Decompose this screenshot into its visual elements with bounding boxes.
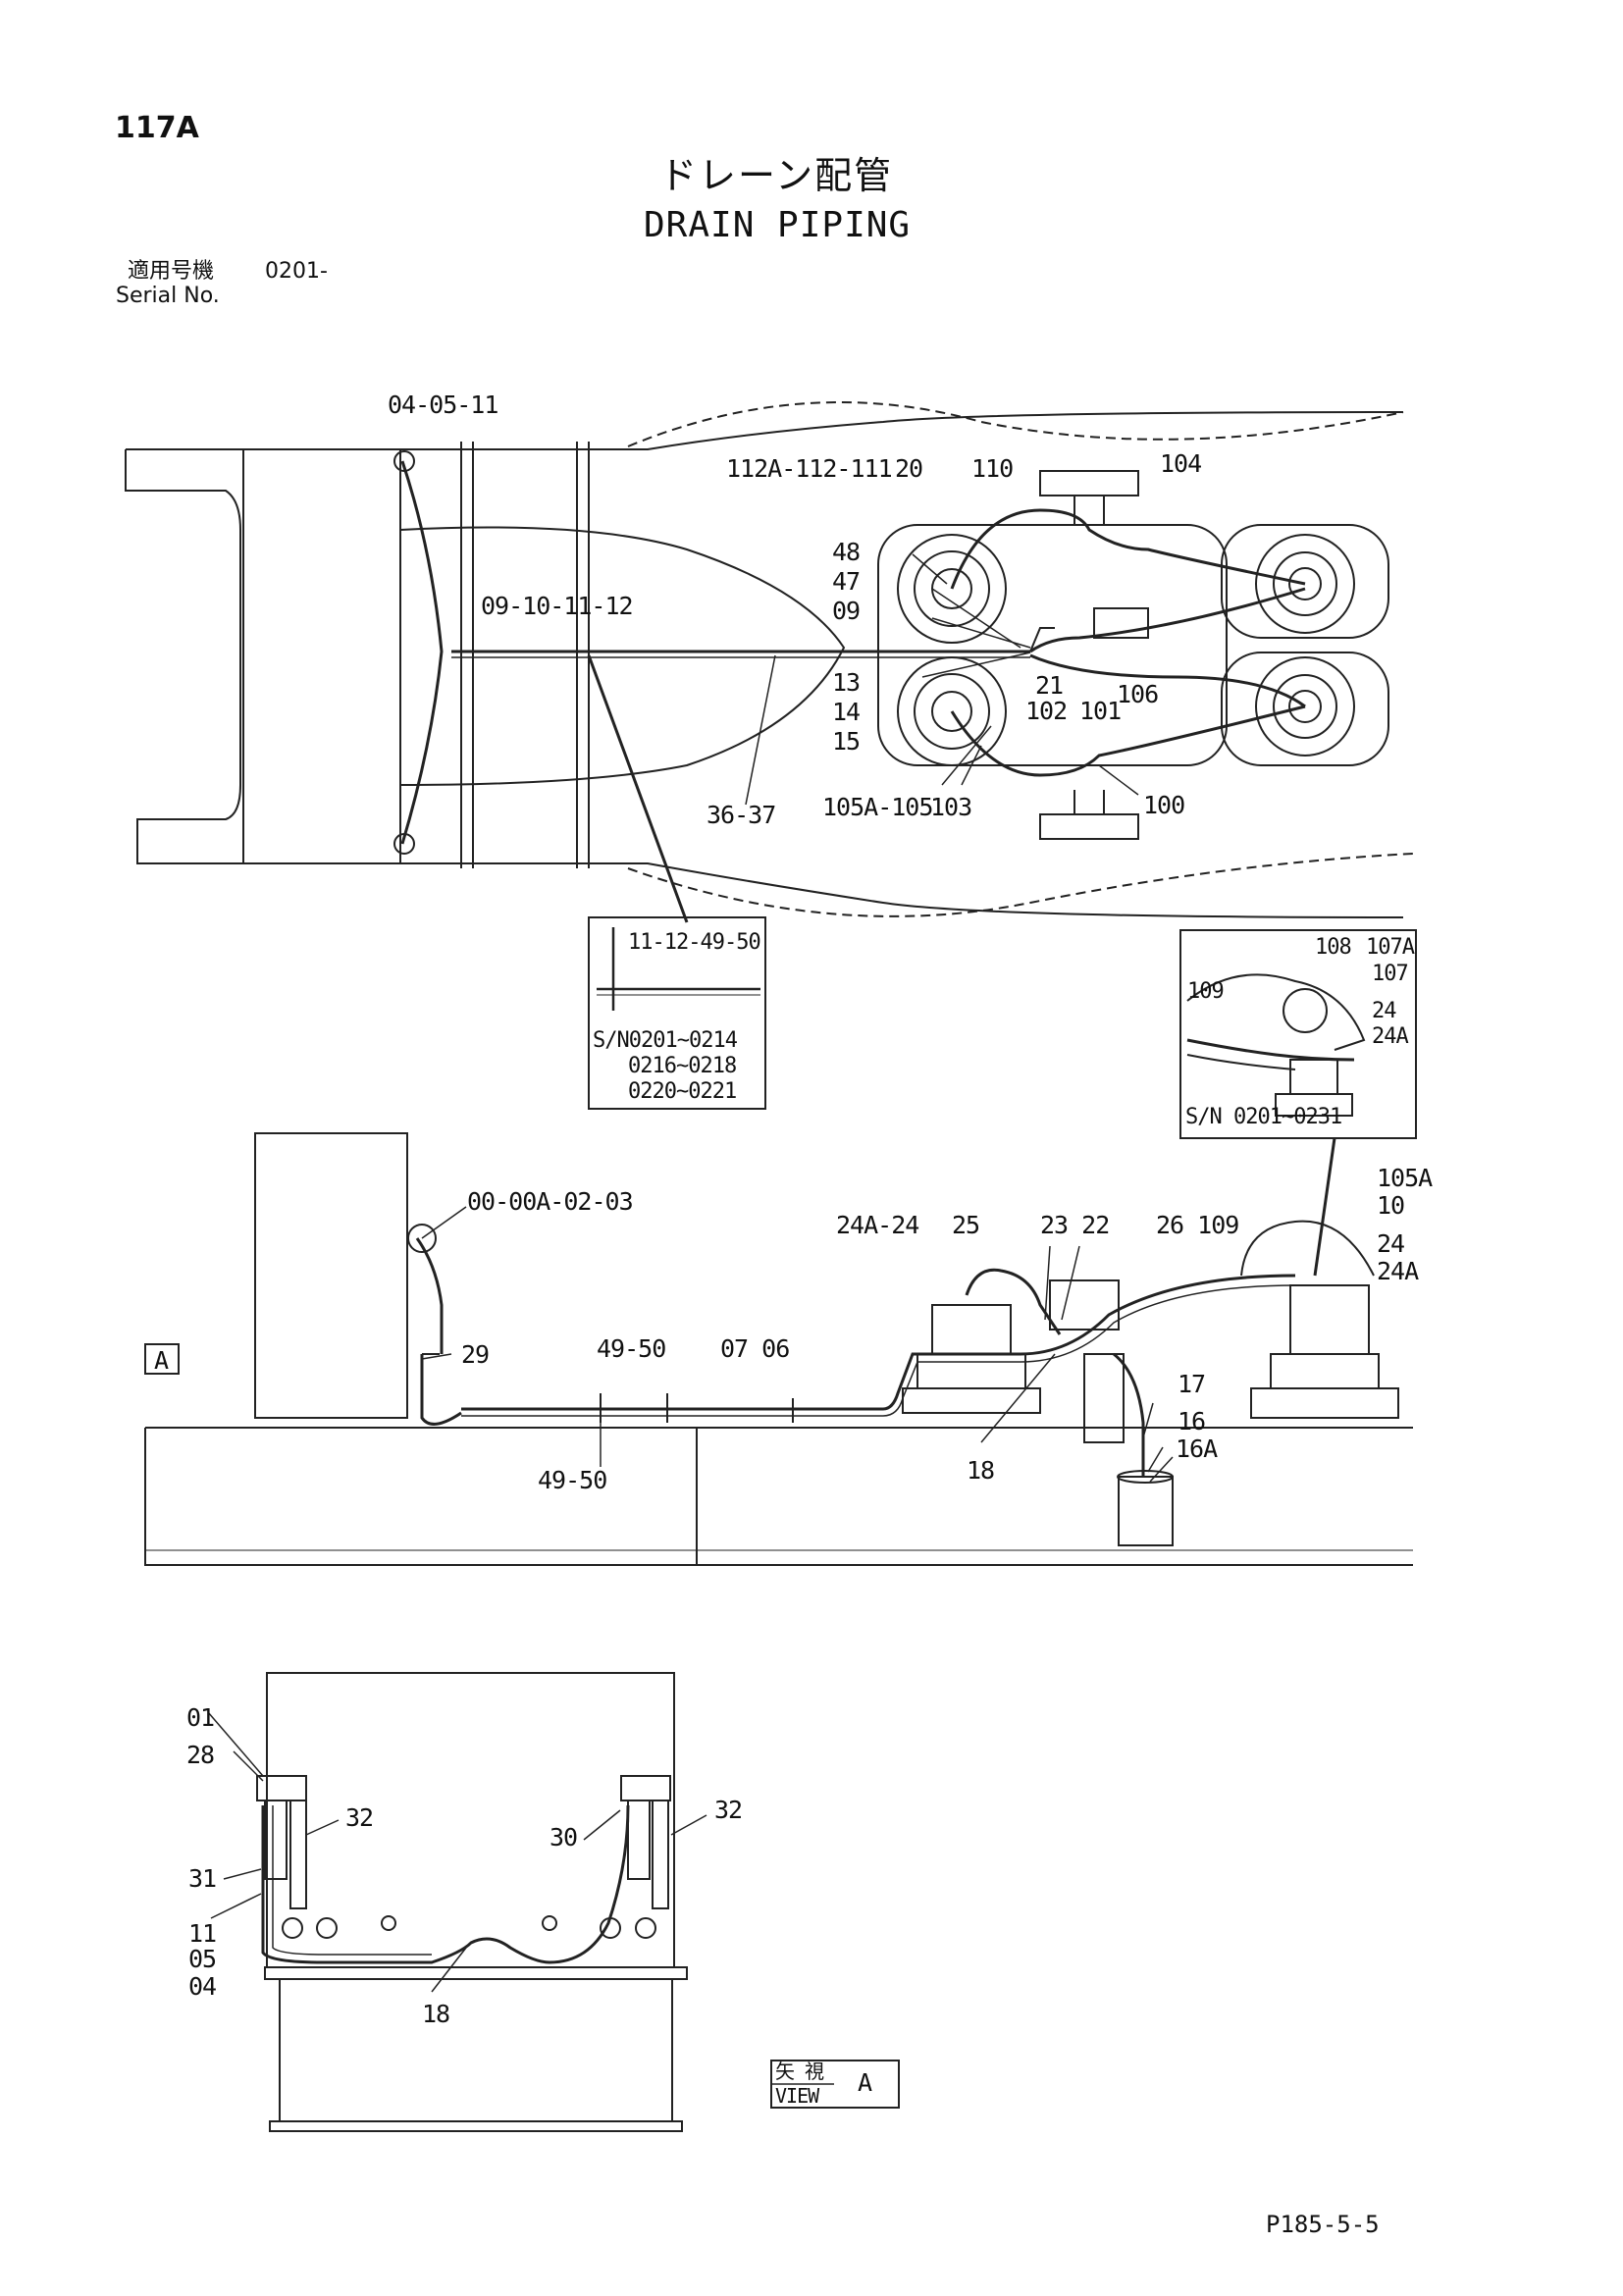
title-japanese: ドレーン配管 <box>659 154 894 197</box>
label-32-left: 32 <box>345 1803 374 1832</box>
serial-en-label: Serial No. <box>116 284 220 308</box>
label-24a-side: 24A <box>1377 1257 1419 1285</box>
label-48: 48 <box>832 538 861 566</box>
detail-2-label-107: 107 <box>1372 962 1409 986</box>
label-106: 106 <box>1117 680 1159 708</box>
label-16: 16 <box>1178 1407 1206 1435</box>
view-a-caption-en: VIEW <box>775 2084 819 2108</box>
serial-value: 0201- <box>265 259 328 284</box>
label-05: 05 <box>188 1945 217 1973</box>
label-21: 21 <box>1035 671 1064 700</box>
label-15: 15 <box>832 727 861 756</box>
label-105a-105: 105A-105 <box>822 793 933 821</box>
top-view-hubs <box>878 471 1388 839</box>
label-103: 103 <box>930 793 972 821</box>
label-18: 18 <box>422 2000 450 2028</box>
label-112a-112-111: 112A-112-111 <box>726 454 893 483</box>
label-16a: 16A <box>1176 1435 1218 1463</box>
label-17: 17 <box>1178 1370 1206 1398</box>
label-26-109: 26 109 <box>1156 1211 1239 1239</box>
label-25: 25 <box>952 1211 980 1239</box>
detail-1-serial-3: 0220~0221 <box>628 1079 737 1104</box>
label-30: 30 <box>550 1823 578 1852</box>
label-49-50-bottom: 49-50 <box>538 1466 607 1494</box>
detail-2-label-107a: 107A <box>1366 935 1415 960</box>
label-13: 13 <box>832 668 861 697</box>
detail-box-1-linework <box>589 917 765 1109</box>
title-english: DRAIN PIPING <box>644 205 912 245</box>
view-a-caption-letter: A <box>858 2068 872 2097</box>
label-24a-24: 24A-24 <box>836 1211 919 1239</box>
view-a-marker: A <box>154 1346 169 1375</box>
label-04: 04 <box>188 1972 217 2001</box>
label-23-22: 23 22 <box>1040 1211 1110 1239</box>
detail-1-label: 11-12-49-50 <box>628 930 761 955</box>
label-29: 29 <box>461 1340 490 1369</box>
label-100: 100 <box>1143 791 1185 819</box>
label-36-37: 36-37 <box>707 801 776 829</box>
serial-jp-label: 適用号機 <box>128 259 215 284</box>
label-09-10-11-12: 09-10-11-12 <box>481 592 634 620</box>
detail-2-label-109: 109 <box>1187 979 1225 1004</box>
label-09: 09 <box>832 597 861 625</box>
label-00-00a-02-03: 00-00A-02-03 <box>467 1187 634 1216</box>
label-47: 47 <box>832 567 861 596</box>
label-31: 31 <box>188 1864 217 1893</box>
label-18-side: 18 <box>967 1456 995 1485</box>
label-24-side: 24 <box>1377 1229 1405 1258</box>
side-view-linework <box>145 1133 1413 1565</box>
label-102: 102 <box>1025 697 1068 725</box>
label-49-50-top: 49-50 <box>597 1334 666 1363</box>
view-a-caption-jp: 矢 視 <box>775 2060 824 2083</box>
view-a-linework <box>208 1673 899 2131</box>
label-04-05-11: 04-05-11 <box>388 391 498 419</box>
label-101: 101 <box>1079 697 1122 725</box>
label-28: 28 <box>186 1741 215 1769</box>
detail-2-label-24: 24 <box>1372 999 1396 1023</box>
detail-2-label-108: 108 <box>1315 935 1352 960</box>
page-number: 117A <box>115 111 199 145</box>
label-32-right: 32 <box>714 1796 743 1824</box>
detail-box-2-linework <box>1180 930 1416 1276</box>
label-104: 104 <box>1160 449 1202 478</box>
label-20: 20 <box>895 454 923 483</box>
label-14: 14 <box>832 698 861 726</box>
label-10: 10 <box>1377 1191 1405 1220</box>
label-105a: 105A <box>1377 1164 1433 1192</box>
label-07-06: 07 06 <box>720 1334 790 1363</box>
label-11: 11 <box>188 1919 217 1948</box>
label-01: 01 <box>186 1703 215 1732</box>
detail-2-serial: S/N 0201~0231 <box>1185 1105 1342 1129</box>
top-view-frame <box>126 402 1413 922</box>
drawing-code: P185-5-5 <box>1266 2211 1380 2238</box>
detail-2-label-24a: 24A <box>1372 1024 1409 1049</box>
detail-1-serial-2: 0216~0218 <box>628 1054 737 1078</box>
detail-1-serial-1: S/N0201~0214 <box>593 1028 738 1053</box>
label-110: 110 <box>971 454 1014 483</box>
